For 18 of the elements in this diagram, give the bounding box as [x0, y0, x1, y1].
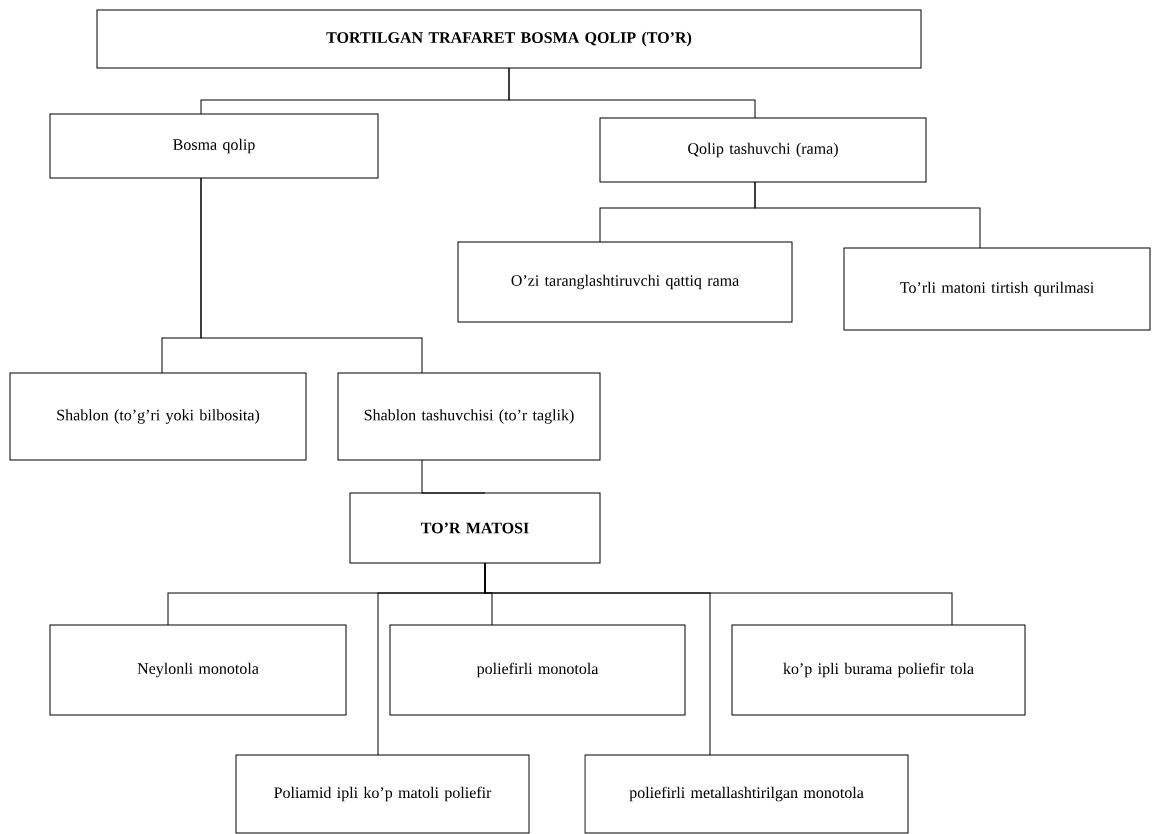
text-box: Qolip tashuvchi (rama)	[599, 117, 927, 183]
text-box: Shablon tashuvchisi (to’r taglik)	[337, 372, 601, 461]
heading-box: TORTILGAN TRAFARET BOSMA QOLIP (TO’R)	[96, 9, 922, 69]
text-box: Poliamid ipli ko’p matoli poliefir	[235, 754, 530, 834]
text-box: poliefirli monotola	[389, 624, 686, 716]
text-box: To’rli matoni tirtish qurilmasi	[843, 247, 1151, 331]
connector-line	[484, 562, 953, 626]
text-box: ko’p ipli burama poliefir tola	[731, 624, 1026, 716]
heading-box: TO’R MATOSI	[349, 492, 601, 564]
text-box: Neylonli monotola	[49, 624, 347, 716]
text-box: Shablon (to’g’ri yoki bilbosita)	[9, 372, 307, 461]
connector-line	[200, 177, 423, 374]
connector-line	[508, 67, 756, 119]
text-box: O’zi taranglashtiruvchi qattiq rama	[457, 241, 793, 323]
text-box: Bosma qolip	[49, 113, 379, 179]
text-box: poliefirli metallashtirilgan monotola	[584, 754, 909, 834]
connector-line	[754, 181, 981, 249]
connector-line	[421, 459, 486, 494]
